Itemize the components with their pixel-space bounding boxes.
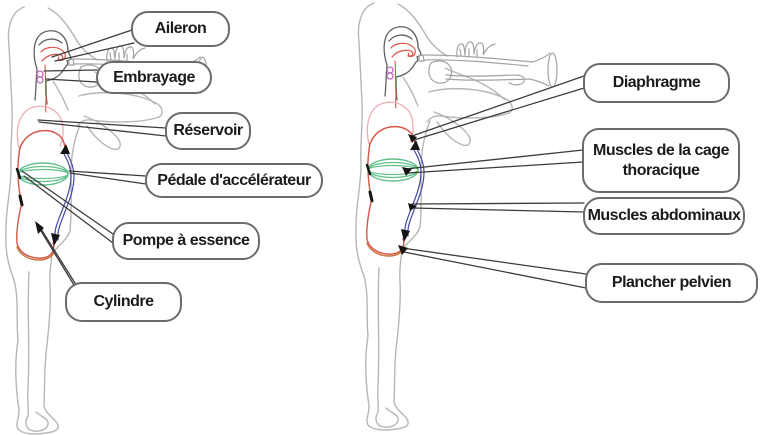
label-cylindre: Cylindre [65, 282, 182, 322]
leader-embrayage [43, 69, 98, 83]
leader-lines-right [398, 75, 587, 289]
figure-right [354, 1, 559, 432]
leader-aileron [51, 29, 135, 62]
label-cylindre-text: Cylindre [93, 293, 154, 310]
label-pompe-essence: Pompe à essence [112, 222, 260, 260]
label-diaphragme: Diaphragme [583, 63, 730, 103]
label-muscles-abdominaux-text: Muscles abdominaux [587, 207, 741, 224]
label-embrayage: Embrayage [96, 61, 212, 94]
leader-cylindre [35, 221, 81, 292]
label-plancher-pelvien-text: Plancher pelvien [611, 274, 732, 291]
label-aileron-text: Aileron [154, 20, 207, 37]
label-muscles-cage-thoracique: Muscles de la cage thoracique [582, 128, 740, 193]
label-pedale-accelerateur-text: Pédale d'accélérateur [157, 171, 311, 189]
label-pedale-accelerateur: Pédale d'accélérateur [145, 163, 323, 198]
arrowhead-plancher-pelvien [398, 245, 408, 255]
label-pompe-essence-text: Pompe à essence [122, 232, 250, 249]
label-aileron: Aileron [131, 11, 230, 47]
arrowhead-diaphragme [408, 134, 417, 143]
arrowhead-cylindre [35, 221, 44, 234]
label-reservoir: Réservoir [165, 112, 251, 150]
leader-pompe [21, 170, 114, 244]
arrowhead-muscles-cage [402, 167, 412, 176]
label-embrayage-text: Embrayage [113, 68, 195, 86]
label-plancher-pelvien: Plancher pelvien [585, 263, 758, 303]
leader-pedale [68, 170, 147, 185]
leader-lines-left [21, 29, 167, 292]
label-diaphragme-text: Diaphragme [612, 74, 701, 91]
leader-reservoir [37, 119, 167, 137]
arrowhead-muscles-abdominaux [408, 203, 417, 211]
leader-plancher-pelvien [398, 245, 587, 289]
label-muscles-cage-thoracique-text: Muscles de la cage thoracique [593, 141, 729, 179]
label-reservoir-text: Réservoir [173, 122, 243, 139]
leader-muscles-abdominaux [408, 202, 585, 213]
leader-diaphragme [408, 75, 585, 143]
label-muscles-abdominaux: Muscles abdominaux [583, 197, 745, 235]
leader-muscles-cage [402, 149, 584, 176]
